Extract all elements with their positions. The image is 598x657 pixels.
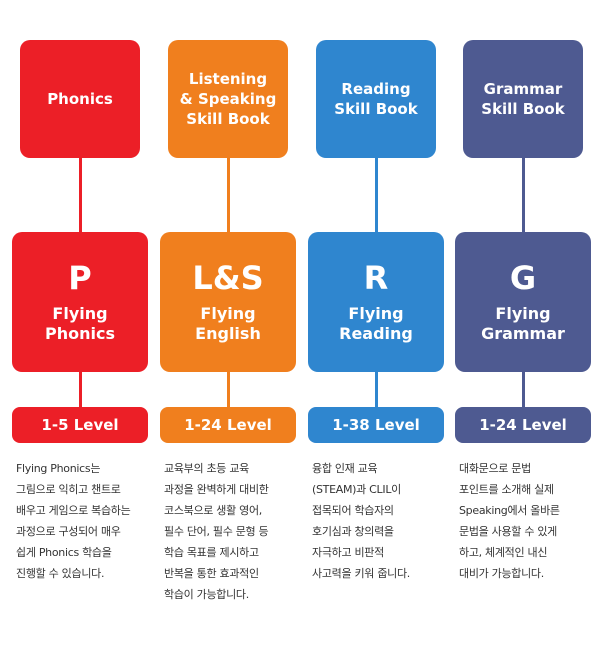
book-letter: R bbox=[363, 259, 389, 297]
column-reading: Reading Skill Book R Flying Reading 1-38… bbox=[306, 0, 446, 657]
description: 교육부의 초등 교육 과정을 완벽하게 대비한 코스북으로 생활 영어, 필수 … bbox=[164, 462, 269, 601]
book-letter: G bbox=[509, 259, 537, 297]
description: 융합 인재 교육 (STEAM)과 CLIL이 접목되어 학습자의 호기심과 창… bbox=[312, 462, 410, 580]
description: 대화문으로 문법 포인트를 소개해 실제 Speaking에서 올바른 문법을 … bbox=[459, 462, 560, 580]
connector-line bbox=[521, 370, 525, 410]
book-box: G Flying Grammar bbox=[455, 232, 591, 372]
top-label-box: Listening & Speaking Skill Book bbox=[168, 40, 288, 158]
top-label-box: Reading Skill Book bbox=[316, 40, 436, 158]
level-badge: 1-38 Level bbox=[308, 407, 444, 443]
connector-line bbox=[226, 155, 230, 235]
connector-line bbox=[374, 155, 378, 235]
level-badge: 1-5 Level bbox=[12, 407, 148, 443]
connector-line bbox=[226, 370, 230, 410]
top-label-box: Phonics bbox=[20, 40, 140, 158]
book-box: R Flying Reading bbox=[308, 232, 444, 372]
column-phonics: Phonics P Flying Phonics 1-5 Level Flyin… bbox=[10, 0, 150, 657]
book-name: Flying Grammar bbox=[481, 304, 565, 343]
book-letter: L&S bbox=[192, 259, 264, 297]
connector-line bbox=[521, 155, 525, 235]
connector-line bbox=[374, 370, 378, 410]
connector-line bbox=[78, 155, 82, 235]
book-box: L&S Flying English bbox=[160, 232, 296, 372]
book-letter: P bbox=[68, 259, 92, 297]
column-grammar: Grammar Skill Book G Flying Grammar 1-24… bbox=[453, 0, 593, 657]
book-name: Flying Reading bbox=[339, 304, 413, 343]
connector-line bbox=[78, 370, 82, 410]
book-name: Flying Phonics bbox=[45, 304, 115, 343]
level-badge: 1-24 Level bbox=[455, 407, 591, 443]
description: Flying Phonics는 그림으로 익히고 챈트로 배우고 게임으로 복습… bbox=[16, 462, 131, 580]
top-label-box: Grammar Skill Book bbox=[463, 40, 583, 158]
level-badge: 1-24 Level bbox=[160, 407, 296, 443]
book-box: P Flying Phonics bbox=[12, 232, 148, 372]
book-name: Flying English bbox=[195, 304, 261, 343]
column-listening-speaking: Listening & Speaking Skill Book L&S Flyi… bbox=[158, 0, 298, 657]
